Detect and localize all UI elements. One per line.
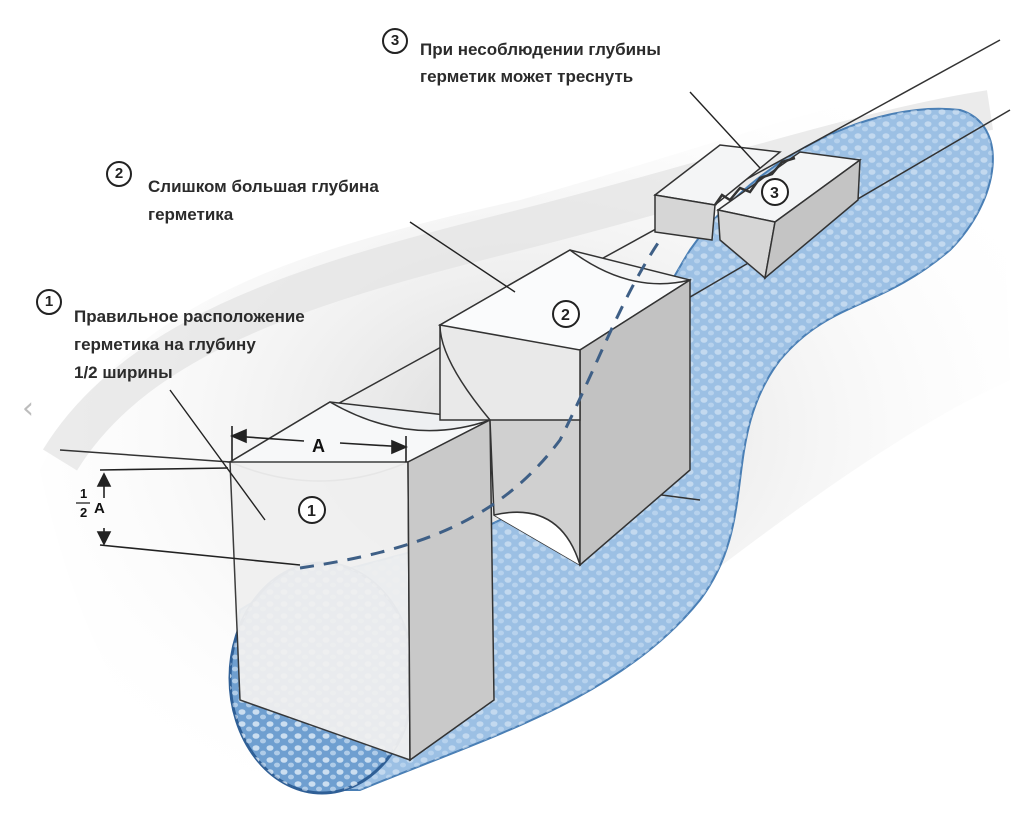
svg-text:1: 1	[307, 503, 316, 520]
block-2	[437, 249, 692, 567]
half-a-variable: A	[94, 500, 105, 517]
callout-1-number: 1	[36, 289, 62, 315]
half-a-numerator: 1	[80, 486, 87, 501]
svg-text:2: 2	[561, 307, 570, 324]
dimension-a	[229, 426, 409, 462]
callout-2-number: 2	[106, 161, 132, 187]
callout-2-line-2: герметика	[148, 205, 234, 224]
marker-1: 1	[298, 496, 326, 524]
width-label-a: A	[312, 436, 325, 456]
callout-3-number: 3	[382, 28, 408, 54]
dimension-half-a	[96, 467, 301, 566]
marker-2: 2	[552, 300, 580, 328]
leader-lines	[169, 91, 761, 521]
chevron-left-icon[interactable]: ‹	[22, 391, 34, 426]
marker-3: 3	[761, 178, 789, 206]
callout-1-line-2: герметика на глубину	[74, 335, 256, 354]
callout-1-line-3: 1/2 ширины	[74, 363, 173, 382]
callout-2-line-1: Слишком большая глубина	[148, 177, 379, 196]
dashed-depth-line	[299, 239, 662, 570]
half-a-denominator: 2	[80, 505, 87, 520]
block-3	[653, 144, 862, 280]
svg-text:3: 3	[770, 185, 779, 202]
callout-1-line-1: Правильное расположение	[74, 307, 305, 326]
callout-3-line-1: При несоблюдении глубины	[420, 40, 661, 59]
callout-3-line-2: герметик может треснуть	[420, 67, 634, 86]
block-1	[227, 401, 495, 762]
